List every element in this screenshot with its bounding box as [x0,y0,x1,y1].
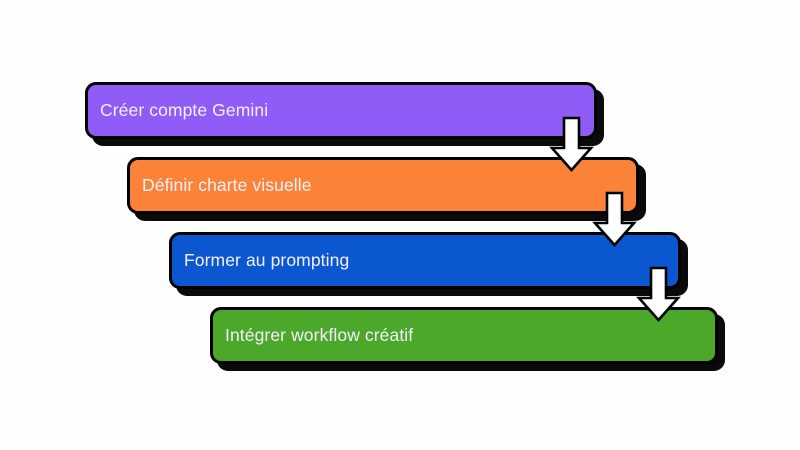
process-step-4[interactable]: Intégrer workflow créatif [210,307,718,364]
process-step-3-label: Former au prompting [184,250,350,270]
process-step-3[interactable]: Former au prompting [169,232,681,289]
process-step-4-label: Intégrer workflow créatif [225,325,414,345]
process-step-1-label: Créer compte Gemini [100,100,269,120]
process-step-2-label: Définir charte visuelle [142,175,312,195]
process-step-2[interactable]: Définir charte visuelle [127,157,639,214]
process-step-1[interactable]: Créer compte Gemini [85,82,597,139]
